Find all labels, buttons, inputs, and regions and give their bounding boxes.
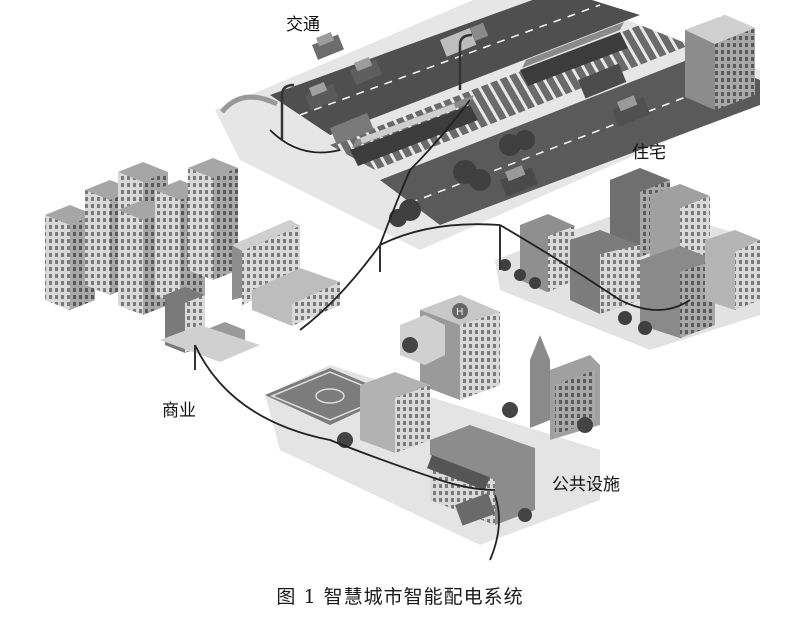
- zone-label-residential: 住宅: [632, 143, 666, 163]
- school-building: [360, 372, 430, 453]
- smart-grid-city-illustration: H: [45, 0, 760, 561]
- residential-zone: [495, 168, 760, 350]
- transport-zone: [215, 0, 760, 250]
- lane-marking: [409, 79, 731, 204]
- power-line: [379, 99, 471, 246]
- zone-label-public-facilities: 公共设施: [552, 475, 620, 495]
- low-rise-building: [252, 268, 340, 326]
- power-line: [489, 494, 500, 561]
- commercial-zone: [45, 158, 340, 362]
- hospital: H: [400, 295, 500, 400]
- office-tower: [188, 158, 238, 280]
- power-line: [439, 479, 496, 491]
- zone-label-commercial: 商业: [162, 401, 196, 421]
- residential-building: [640, 246, 715, 338]
- car: [612, 95, 651, 127]
- power-lines: [194, 99, 691, 561]
- residential-building: [570, 230, 640, 314]
- street-lamp: [458, 33, 473, 90]
- road-upper: [270, 0, 640, 135]
- power-line: [499, 224, 691, 311]
- ev-charging-truck: [455, 493, 496, 526]
- car: [312, 32, 344, 60]
- car: [350, 57, 382, 85]
- trees: [389, 130, 535, 227]
- utility-poles: [194, 225, 501, 370]
- tram: [520, 22, 628, 86]
- power-line: [194, 344, 441, 481]
- car: [500, 165, 539, 197]
- street-lamp: [280, 83, 295, 140]
- shop-sign: [426, 455, 490, 491]
- helipad-h: H: [456, 307, 464, 318]
- helipad-icon: [452, 303, 468, 319]
- roundabout-marking: [220, 94, 279, 114]
- zone-label-transport: 交通: [286, 15, 320, 35]
- figure-caption: 图 1 智慧城市智能配电系统: [276, 586, 524, 608]
- truck: [578, 63, 627, 99]
- bus: [330, 113, 374, 145]
- trees: [337, 337, 593, 522]
- trees: [499, 259, 652, 335]
- tram: [350, 95, 478, 166]
- residential-building: [705, 230, 760, 310]
- corner-building: [685, 15, 755, 110]
- commercial-plaza: [160, 325, 260, 362]
- public-facilities-zone: H: [265, 295, 600, 545]
- power-line: [269, 129, 341, 154]
- car: [305, 82, 339, 110]
